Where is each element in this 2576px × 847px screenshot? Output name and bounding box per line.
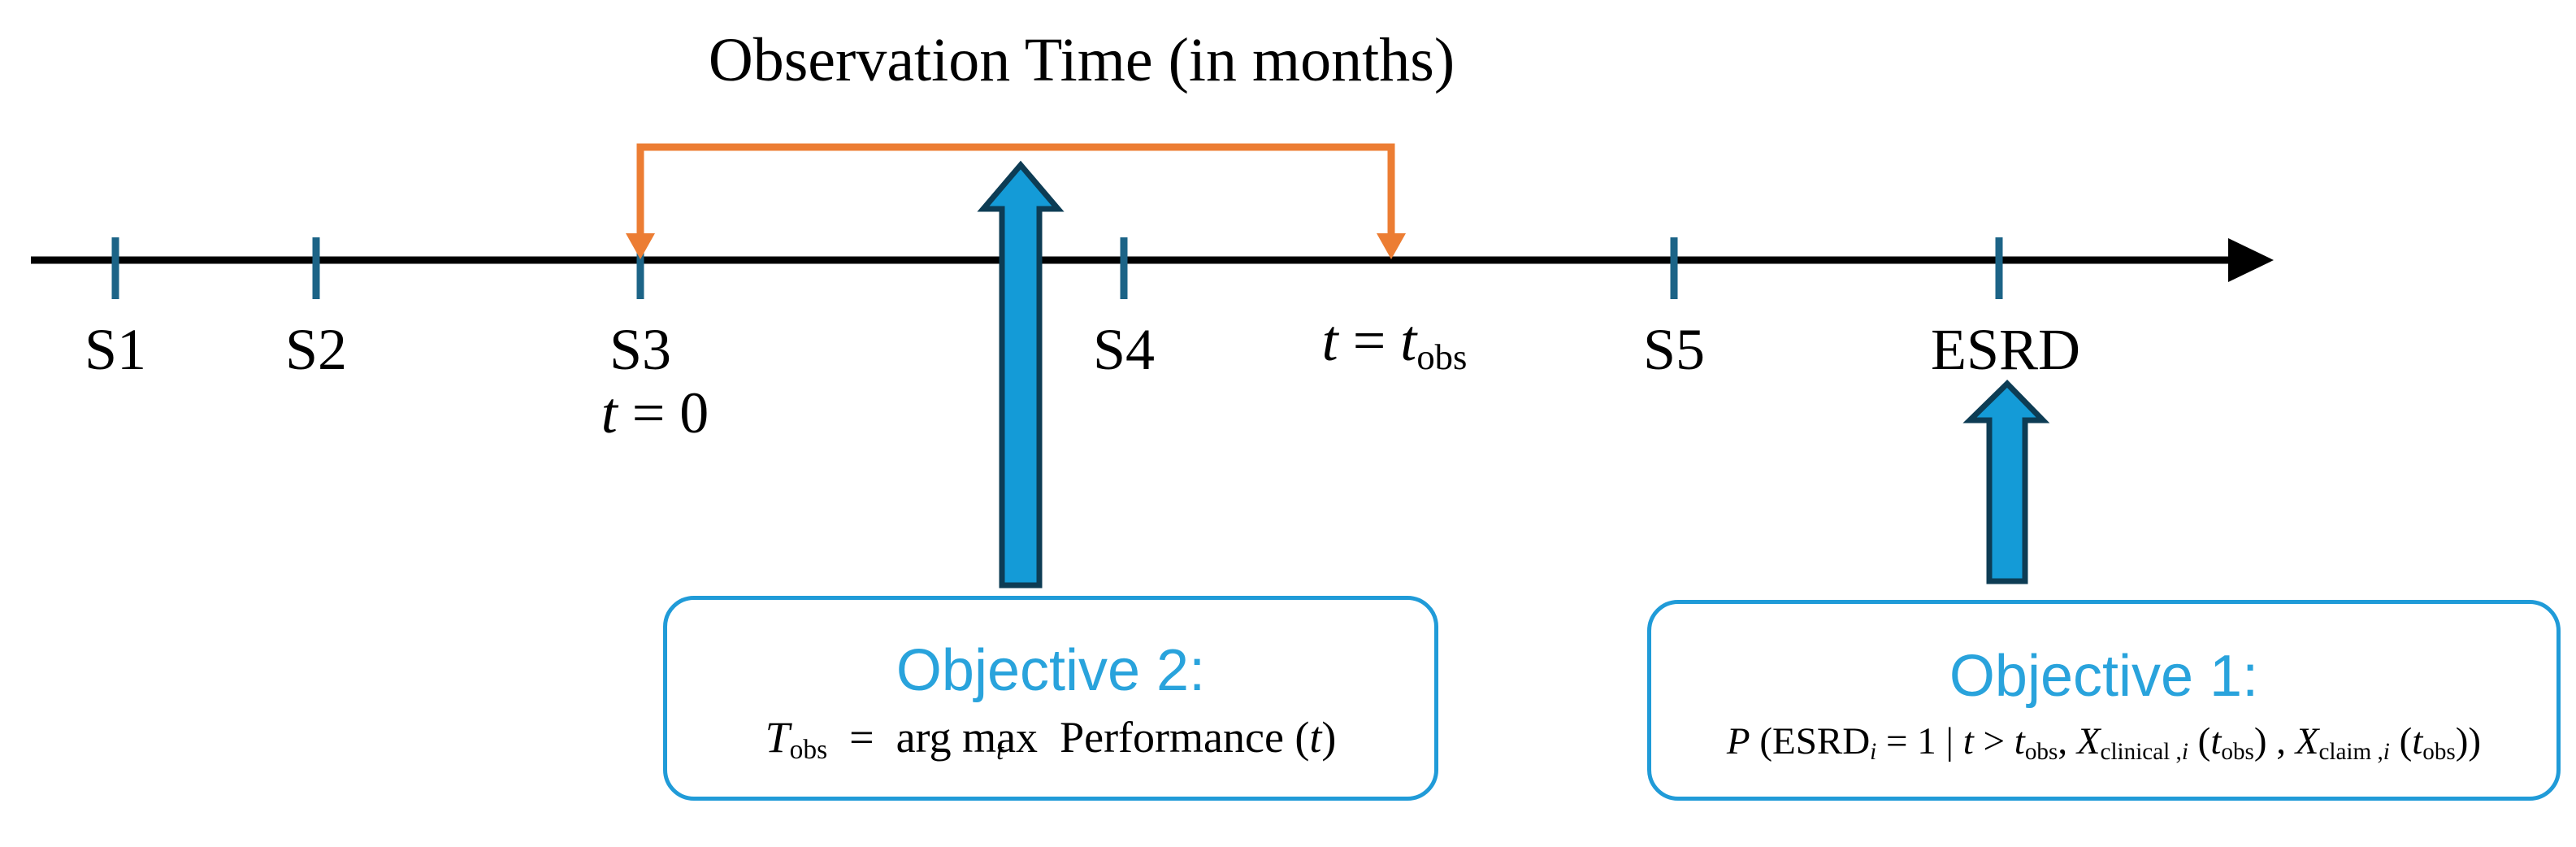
objective1-formula: P (ESRDi = 1 | t > tobs, Xclinical ,i (t… bbox=[1726, 719, 2482, 765]
bracket-arrow-left-icon bbox=[626, 233, 655, 259]
t-obs-label: t = tobs bbox=[1321, 308, 1468, 377]
observation-bracket bbox=[636, 143, 1395, 237]
tick-s3 bbox=[636, 237, 644, 299]
tick-label-s3: S3 bbox=[609, 317, 672, 382]
tick-label-s5: S5 bbox=[1642, 317, 1706, 382]
tick-esrd bbox=[1995, 237, 2003, 299]
objective2-arrow-icon bbox=[977, 160, 1065, 589]
tick-s5 bbox=[1670, 237, 1678, 299]
tick-label-s4: S4 bbox=[1092, 317, 1156, 382]
tick-label-s1: S1 bbox=[84, 317, 147, 382]
tick-s2 bbox=[312, 237, 320, 299]
diagram-title: Observation Time (in months) bbox=[708, 26, 1455, 94]
objective1-arrow-icon bbox=[1962, 380, 2050, 584]
objective1-title: Objective 1: bbox=[1949, 644, 2259, 709]
tick-s4 bbox=[1120, 237, 1128, 299]
tick-label-esrd: ESRD bbox=[1930, 317, 2081, 382]
tick-label-s2: S2 bbox=[284, 317, 348, 382]
bracket-arrow-right-icon bbox=[1377, 233, 1406, 259]
objective2-title: Objective 2: bbox=[896, 638, 1206, 703]
objective1-box: Objective 1: P (ESRDi = 1 | t > tobs, Xc… bbox=[1647, 600, 2561, 801]
t-zero-label: t = 0 bbox=[601, 380, 709, 445]
axis-arrowhead-icon bbox=[2228, 238, 2274, 282]
tick-s1 bbox=[111, 237, 119, 299]
